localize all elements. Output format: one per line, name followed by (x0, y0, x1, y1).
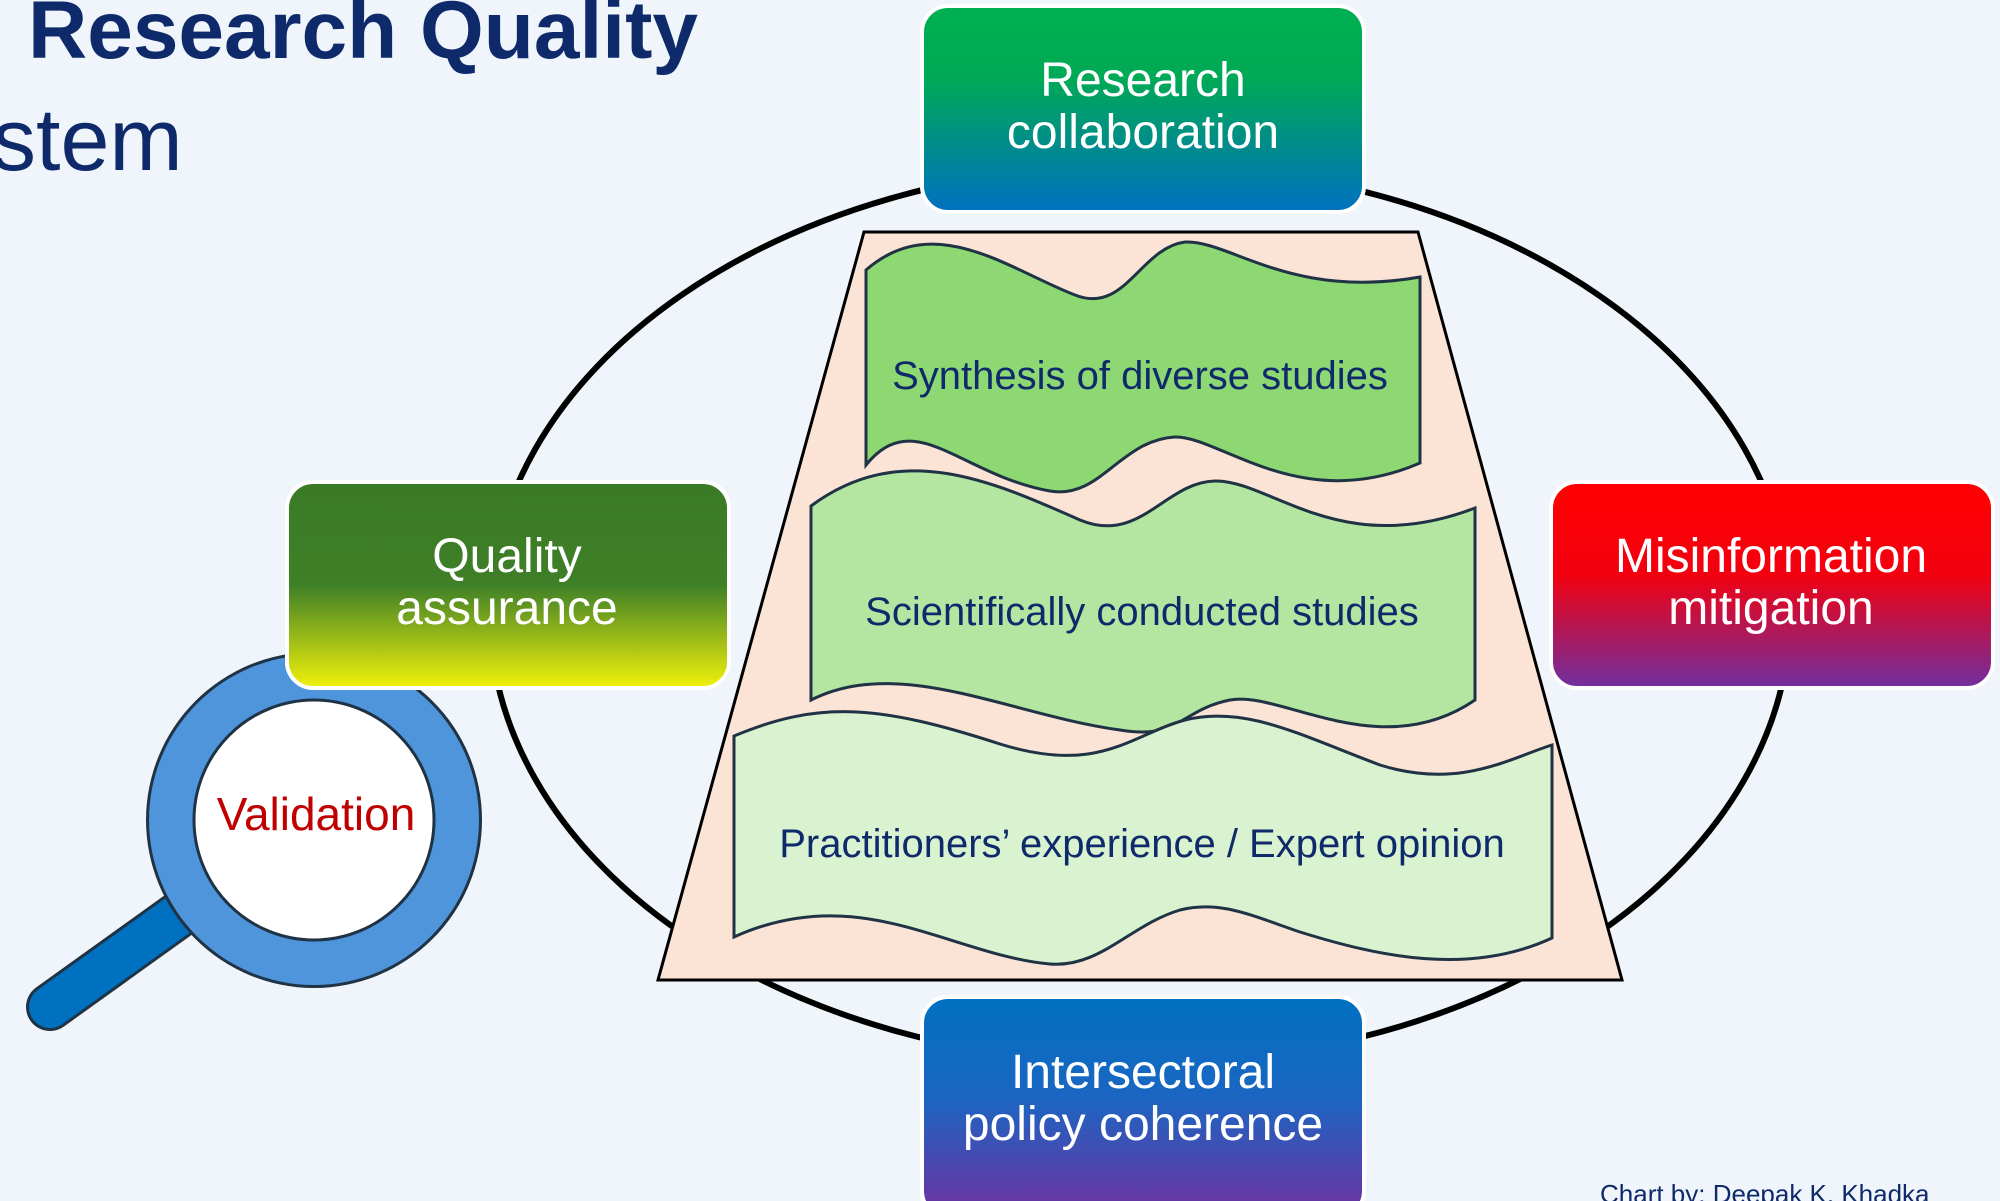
title-line-2: stem (0, 90, 183, 189)
chart-credit: Chart by: Deepak K. Khadka (1600, 1179, 1930, 1201)
level-banner-scientific (809, 469, 1477, 734)
misinformation-mitigation-line-2: mitigation (1668, 582, 1873, 635)
magnifier-glass (192, 698, 436, 942)
magnifier-handle-fill (29, 887, 209, 1028)
quality-assurance-box (285, 480, 731, 690)
level-label-scientific: Scientifically conducted studies (865, 590, 1419, 634)
title-line-1: Research Quality (28, 0, 698, 76)
level-label-expert: Practitioners’ experience / Expert opini… (779, 822, 1505, 866)
quality-assurance-line-2: assurance (396, 582, 617, 635)
level-banner-expert (732, 710, 1554, 966)
intersectoral-policy-box (920, 995, 1366, 1201)
research-collaboration-line-2: collaboration (1007, 106, 1279, 159)
research-collaboration-box (920, 4, 1366, 214)
validation-label: Validation (217, 788, 416, 840)
misinformation-mitigation-line-1: Misinformation (1615, 530, 1927, 583)
intersectoral-policy-line-1: Intersectoral (1011, 1046, 1275, 1099)
level-label-synthesis: Synthesis of diverse studies (892, 354, 1388, 398)
misinformation-mitigation-box (1549, 480, 1995, 690)
level-banner-synthesis (864, 240, 1422, 494)
intersectoral-policy-line-2: policy coherence (963, 1098, 1323, 1151)
research-collaboration-line-1: Research (1040, 54, 1245, 107)
quality-assurance-line-1: Quality (432, 530, 581, 583)
